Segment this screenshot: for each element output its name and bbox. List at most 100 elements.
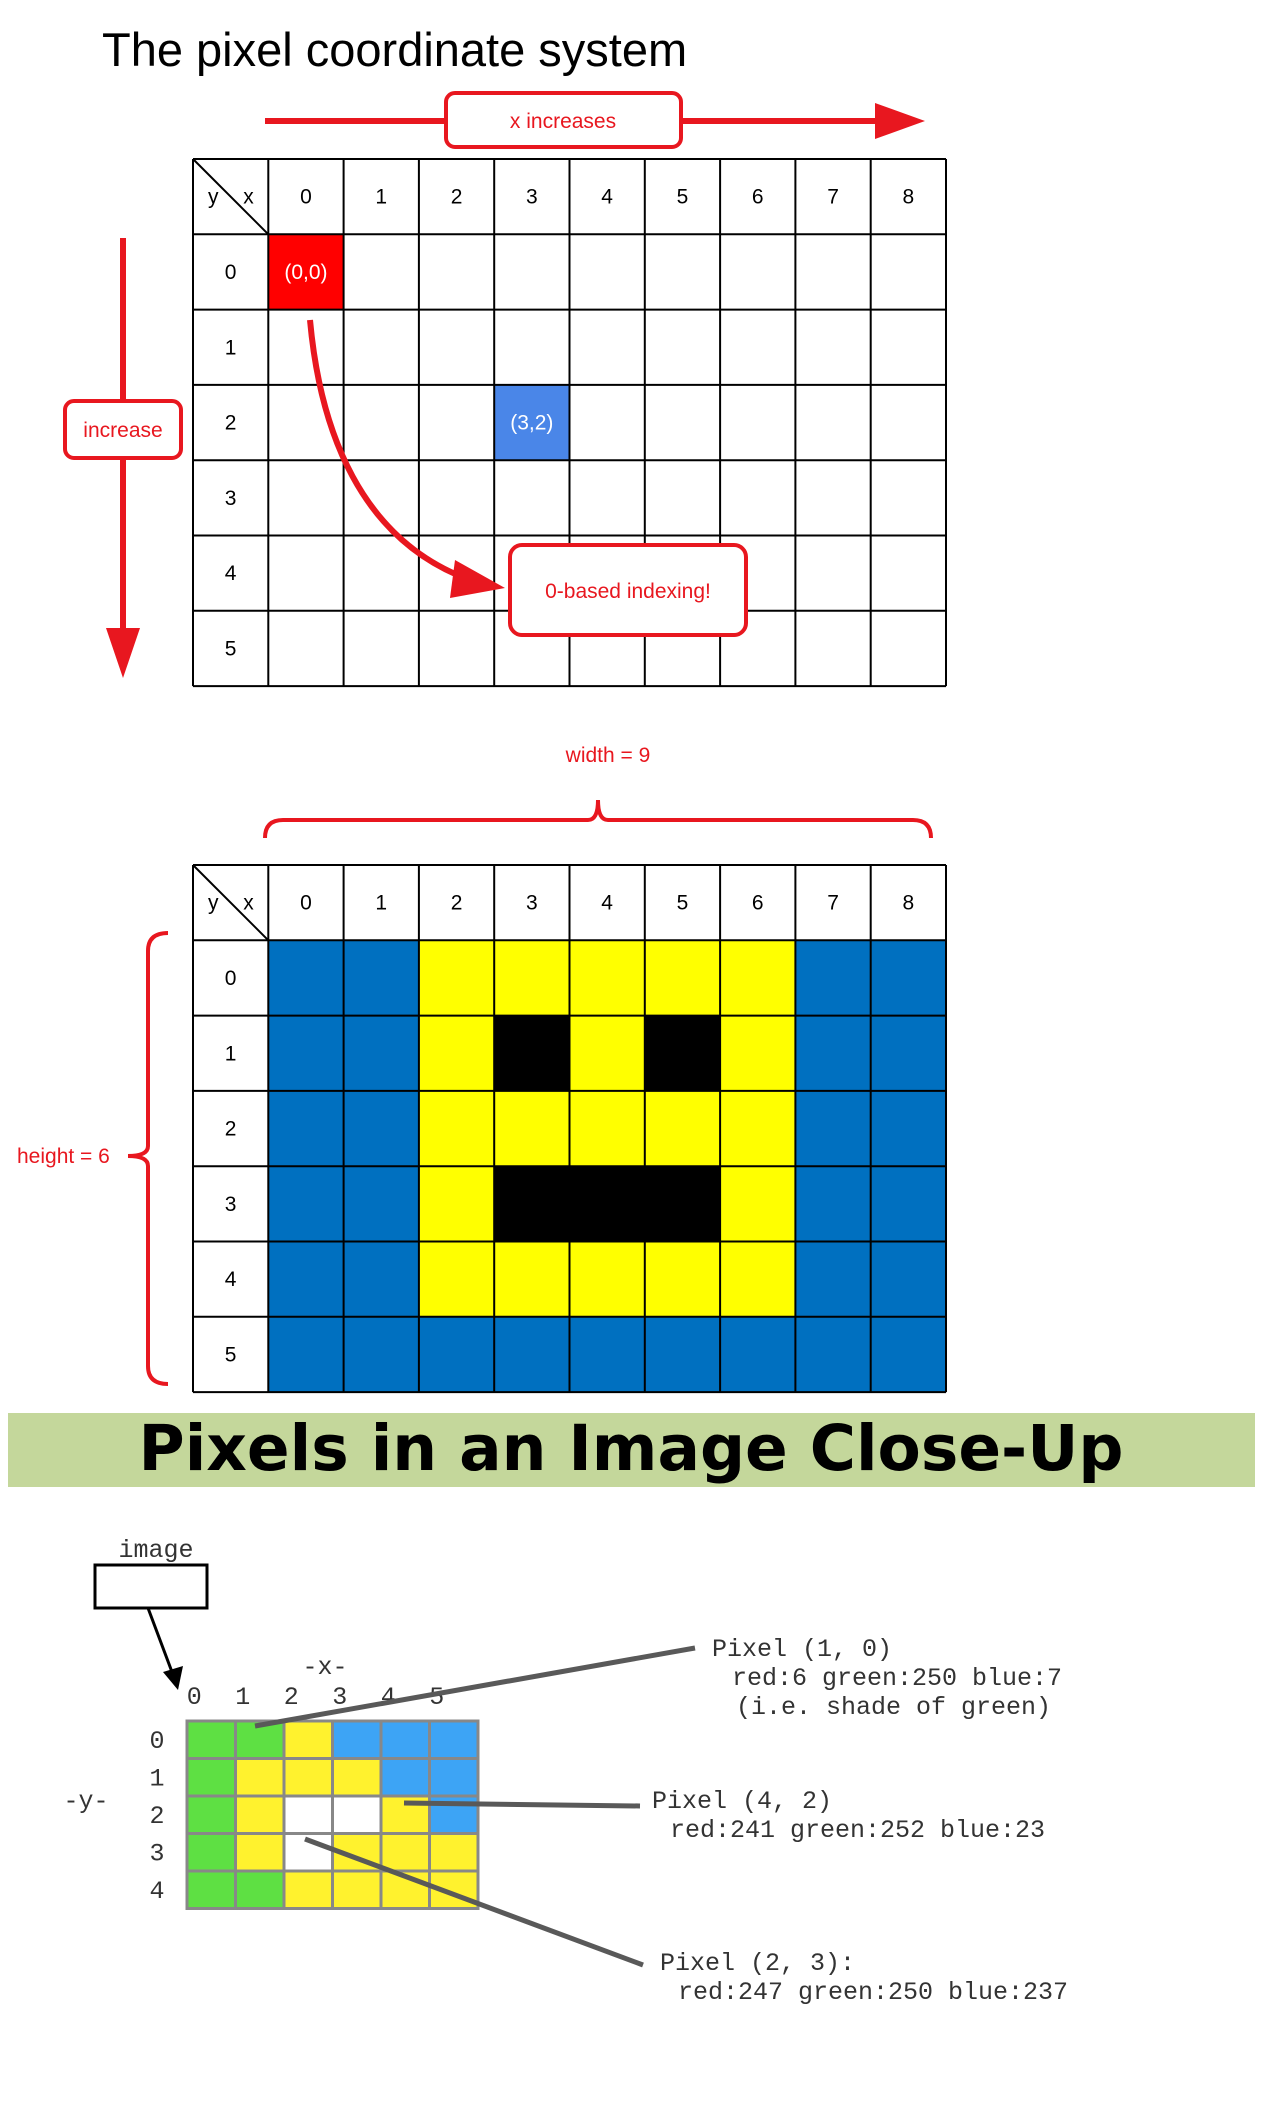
grid-cell	[795, 1090, 871, 1167]
callout-line: red:241 green:252 blue:23	[670, 1816, 1045, 1845]
callout-line: red:6 green:250 blue:7	[732, 1664, 1062, 1693]
pixel-cell	[282, 1719, 334, 1760]
pixel-cell	[331, 1719, 383, 1760]
pixel-cell	[379, 1719, 431, 1760]
y-header: 3	[149, 1839, 164, 1868]
x-header: 7	[827, 186, 839, 209]
page-title: The pixel coordinate system	[102, 23, 687, 76]
grid-cell	[418, 460, 495, 536]
grid-cell	[569, 1090, 645, 1167]
grid-cell	[720, 940, 796, 1016]
y-header: 3	[225, 487, 237, 510]
grid-cell	[795, 384, 871, 461]
callout-line: red:247 green:250 blue:237	[678, 1978, 1068, 2007]
x-header: 0	[300, 892, 312, 915]
grid-cell	[494, 1090, 570, 1167]
width-brace	[263, 799, 933, 839]
cell-coordinate-label: (3,2)	[510, 412, 553, 435]
y-increase-arrow: increase	[63, 238, 183, 678]
grid-cell	[569, 1166, 645, 1242]
corner-diagonal	[192, 158, 270, 236]
grid-cell	[418, 384, 495, 461]
x-header: 6	[752, 892, 764, 915]
y-header: 4	[149, 1877, 164, 1906]
grid-cell	[343, 384, 419, 461]
y-header: 1	[225, 336, 237, 359]
image-variable-box	[93, 1563, 209, 1610]
x-header: 3	[526, 892, 538, 915]
x-header: 3	[526, 186, 538, 209]
x-axis-label: -x-	[302, 1653, 347, 1682]
pixel-cell	[185, 1794, 237, 1835]
grid-cell	[644, 234, 721, 310]
corner-x-label: x	[243, 186, 254, 209]
callout-line: (i.e. shade of green)	[736, 1693, 1051, 1722]
x-header: 0	[187, 1683, 202, 1712]
grid-cell	[343, 1241, 419, 1317]
x-header: 1	[375, 186, 387, 209]
callout-title: Pixel (4, 2)	[652, 1787, 832, 1816]
grid-cell	[870, 234, 946, 310]
x-header: 4	[601, 186, 613, 209]
grid-cell	[418, 309, 495, 385]
grid-cell	[418, 610, 495, 687]
grid-cell	[268, 610, 344, 687]
pixel-cell	[282, 1869, 334, 1910]
grid-cell	[418, 1166, 495, 1242]
x-header: 2	[451, 186, 463, 209]
y-header: 2	[149, 1802, 164, 1831]
y-header: 4	[225, 562, 237, 585]
grid-cell	[795, 1166, 871, 1242]
corner-y-label: y	[208, 186, 219, 209]
callout-pixel-1-0: Pixel (1, 0) red:6 green:250 blue:7 (i.e…	[712, 1635, 1062, 1722]
x-header: 0	[300, 186, 312, 209]
y-header: 5	[225, 637, 237, 660]
callout-pixel-4-2: Pixel (4, 2) red:241 green:252 blue:23	[652, 1787, 1045, 1845]
height-label: height = 6	[17, 1145, 110, 1168]
callout-pixel-2-3: Pixel (2, 3): red:247 green:250 blue:237	[660, 1949, 1068, 2007]
grid-cell	[343, 535, 419, 611]
x-header: 5	[429, 1683, 444, 1712]
grid-cell	[720, 1316, 796, 1393]
grid-cell	[418, 1015, 495, 1091]
grid-cell	[569, 309, 645, 385]
y-header: 4	[225, 1268, 237, 1291]
pixel-cell	[185, 1757, 237, 1798]
y-header: 0	[149, 1727, 164, 1756]
grid-cell	[418, 1241, 495, 1317]
y-header: 1	[225, 1042, 237, 1065]
grid-cell	[569, 384, 645, 461]
callout-leaders	[254, 1645, 696, 1968]
grid-cell	[268, 234, 344, 310]
x-header: 6	[752, 186, 764, 209]
grid-cell	[268, 535, 344, 611]
grid-cell	[494, 1316, 570, 1393]
pixel-cell	[331, 1794, 383, 1835]
grid-cell	[494, 1241, 570, 1317]
grid-cell	[343, 1166, 419, 1242]
grid-cell	[494, 234, 570, 310]
x-header: 5	[677, 892, 689, 915]
grid-cell	[644, 309, 721, 385]
grid-cell	[720, 460, 796, 536]
callout-title: Pixel (1, 0)	[712, 1635, 892, 1664]
grid-cell	[870, 940, 946, 1016]
cell-coordinate-label: (0,0)	[284, 261, 327, 284]
x-header: 5	[677, 186, 689, 209]
grid-cell	[720, 234, 796, 310]
grid-cell	[720, 1015, 796, 1091]
grid-cell	[644, 940, 721, 1016]
grid-cell	[343, 460, 419, 536]
grid-cell	[870, 535, 946, 611]
pixel-cell	[379, 1832, 431, 1873]
grid-cell	[418, 234, 495, 310]
y-header: 3	[225, 1193, 237, 1216]
pixel-cell	[234, 1832, 286, 1873]
grid-cell	[720, 1166, 796, 1242]
grid-cell	[494, 309, 570, 385]
y-header: 2	[225, 412, 237, 435]
grid-cell	[569, 234, 645, 310]
pixel-cell	[379, 1757, 431, 1798]
